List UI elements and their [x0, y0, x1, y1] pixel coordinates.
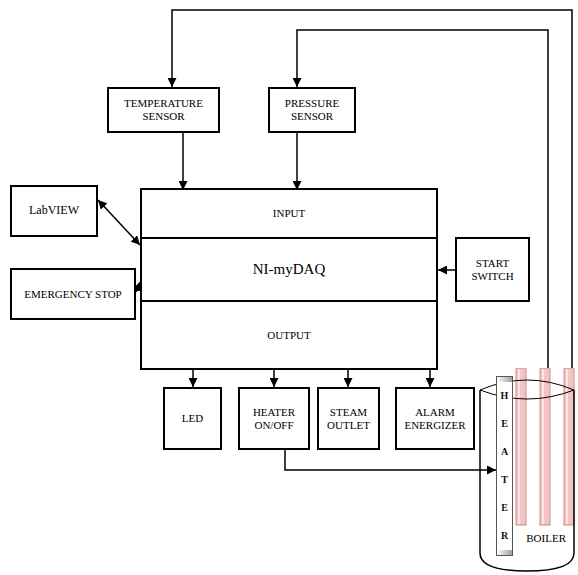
node-label: HEATER ON/OFF	[243, 406, 305, 431]
node-label: HEATER	[498, 382, 512, 550]
signal-arrow	[438, 269, 455, 271]
heater-element: HEATER	[496, 376, 513, 556]
signal-arrow	[192, 368, 194, 387]
node-label: NI-myDAQ	[253, 261, 326, 278]
node-label: LabVIEW	[29, 204, 79, 218]
signal-arrow	[285, 450, 496, 470]
node-label: ALARM ENERGIZER	[400, 406, 470, 431]
signal-arrow	[273, 368, 275, 387]
node-label: EMERGENCY STOP	[24, 288, 122, 301]
output-box: ALARM ENERGIZER	[395, 387, 475, 450]
node-label: OUTPUT	[267, 329, 310, 342]
node-label: TEMPERATURE SENSOR	[112, 97, 215, 122]
boiler-wall	[480, 390, 574, 571]
tube-highlight	[542, 369, 544, 524]
daq-box: INPUT OUTPUT NI-myDAQ	[140, 188, 438, 370]
switch-box: START SWITCH	[455, 237, 530, 302]
signal-arrow	[429, 368, 431, 387]
sensor-box: TEMPERATURE SENSOR	[107, 87, 220, 133]
signal-arrow	[296, 133, 298, 190]
output-box: STEAM OUTLET	[317, 387, 380, 450]
output-box: HEATER ON/OFF	[238, 387, 310, 450]
boiler-rim	[480, 380, 574, 399]
signal-arrow	[182, 133, 184, 190]
boiler-tube	[540, 368, 550, 525]
software-box: LabVIEW	[10, 185, 98, 237]
switch-box: EMERGENCY STOP	[10, 268, 136, 320]
input-band: INPUT	[142, 190, 436, 239]
node-label: INPUT	[273, 207, 305, 220]
node-label: LED	[182, 412, 203, 425]
node-label: START SWITCH	[460, 257, 525, 282]
node-label: STEAM OUTLET	[322, 406, 375, 431]
boiler-vessel: HEATER BOILER	[478, 368, 576, 573]
output-band: OUTPUT	[142, 300, 436, 368]
output-box: LED	[163, 387, 222, 450]
node-label: BOILER	[524, 532, 568, 545]
node-label: PRESSURE SENSOR	[273, 97, 351, 122]
signal-arrow	[98, 200, 140, 245]
sensor-box: PRESSURE SENSOR	[268, 87, 356, 133]
tube-highlight	[518, 369, 520, 524]
boiler-tube	[516, 368, 526, 525]
signal-arrow	[347, 368, 349, 387]
